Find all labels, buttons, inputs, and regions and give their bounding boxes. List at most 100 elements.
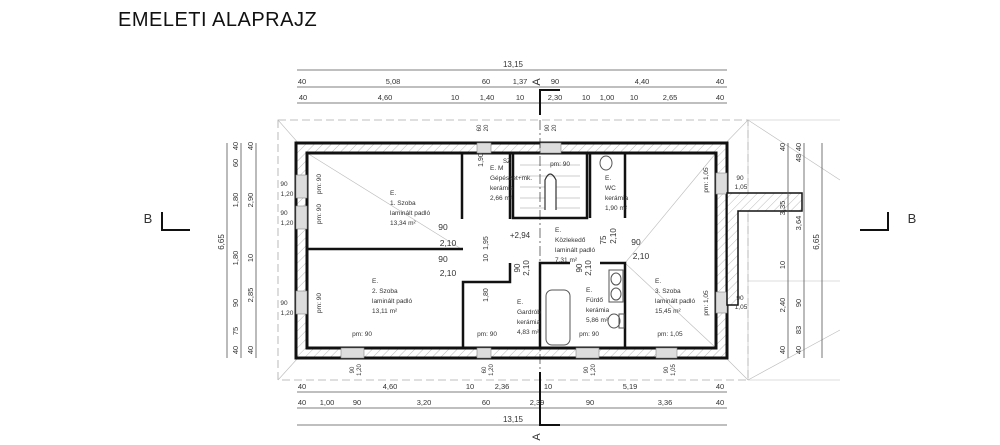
dimension-label: 6,65 [812,234,821,250]
dimension-label: 5,08 [386,77,401,86]
room-prefix: E. [390,190,396,197]
dimension-label: 10 [516,93,524,102]
door-height: 2,10 [522,260,531,276]
dimension-label: 40 [794,346,803,354]
dimension-label: 13,15 [503,60,524,69]
room-floor: laminált padló [655,298,695,305]
inner-dimension: 10 [483,254,490,262]
window-label: 90 [280,181,288,188]
window-label: 60 [482,366,488,373]
door-height: 2,10 [584,260,593,276]
dimension-label: 40 [298,398,306,407]
bathtub [545,289,571,346]
window-label: 1,20 [591,364,597,376]
dimension-label: 10 [630,93,638,102]
room-floor: kerámia [517,319,541,326]
balcony-railing [726,192,803,306]
dimension-label: 10 [466,382,474,391]
dimension-label: 40 [298,77,306,86]
dimension-label: 40 [778,346,787,354]
room-name: 1. Szoba [390,200,416,207]
sill-height-label: pm: 90 [316,293,323,313]
room-extra: SZ [503,159,511,165]
room-area: 7,31 m² [555,257,578,264]
dimension-label: 60 [231,159,240,167]
room-prefix: E. [372,278,378,285]
dimension-label: 1,80 [231,251,240,266]
window-label: 1,05 [735,304,748,311]
room-area: 5,86 m² [586,317,609,324]
dimension-label: 75 [231,327,240,335]
interior-walls [307,153,627,348]
washbasins [608,269,624,303]
sill-height-label: pm: 90 [316,174,323,194]
dimension-label: 90 [551,77,559,86]
door-height: 2,10 [440,268,457,278]
room-floor: laminált padló [372,298,412,305]
door-width: 90 [438,222,448,232]
room-name: 3. Szoba [655,288,681,295]
room-floor: kerámia [605,195,629,202]
room-area: 15,45 m² [655,308,681,315]
dimension-label: 10 [582,93,590,102]
dimension-label: 90 [794,299,803,307]
dimension-label: 40 [716,382,724,391]
window-label: 90 [584,366,590,373]
dimension-lines [226,69,823,426]
window-label: 60 [477,124,483,131]
level-mark: +2,94 [510,231,531,240]
dimension-label: 40 [716,77,724,86]
door-height: 2,10 [633,251,650,261]
window-label: 1,20 [357,364,363,376]
section-marker-a: A [531,433,543,441]
room-name: WC [605,185,616,192]
section-marker-b: B [144,211,153,226]
window-label: 1,20 [281,220,294,227]
dimension-label: 40 [716,93,724,102]
dimension-label: 2,39 [530,398,545,407]
dimension-label: 40 [778,143,787,151]
dimension-label: 40 [299,93,307,102]
room-area: 2,66 m² [490,195,513,202]
dimension-label: 40 [716,398,724,407]
dimension-label: 2,65 [663,93,678,102]
dimension-label: 5,19 [623,382,638,391]
dimension-label: 2,36 [495,382,510,391]
room-prefix: E. [605,175,611,182]
dimension-label: 2,85 [246,288,255,303]
window-label: 1,20 [281,310,294,317]
window-label: 90 [280,210,288,217]
dimension-label: 90 [586,398,594,407]
room-prefix: E. [517,299,523,306]
dimension-label: 3,64 [794,216,803,231]
sill-height-label: pm: 90 [477,331,497,338]
room-area: 4,83 m² [517,329,540,336]
windows [295,142,728,359]
dimension-label: 40 [794,143,803,151]
dimension-label: 1,80 [231,193,240,208]
dimension-label: 3,35 [778,201,787,216]
dimension-label: 40 [231,142,240,150]
toilet [599,155,625,329]
door-width: 75 [599,235,608,244]
dimension-label: 1,00 [600,93,615,102]
dimension-label: 2,30 [548,93,563,102]
window-label: 20 [484,124,490,131]
sill-height-label: pm: 1,05 [703,167,710,193]
window-label: 90 [736,295,744,302]
door-height: 2,10 [609,228,618,244]
dimension-label: 4,40 [635,77,650,86]
room-name: 2. Szoba [372,288,398,295]
sill-height-label: pm: 90 [579,331,599,338]
dimension-label: 1,37 [513,77,528,86]
window-label: 90 [280,300,288,307]
dimension-label: 3,20 [417,398,432,407]
door-height: 2,10 [440,238,457,248]
door-width: 90 [631,237,641,247]
dimension-label: 48 [794,154,803,162]
dimension-label: 1,40 [480,93,495,102]
window-label: 1,05 [735,184,748,191]
room-floor: laminált padló [390,210,430,217]
staircase [520,164,580,210]
